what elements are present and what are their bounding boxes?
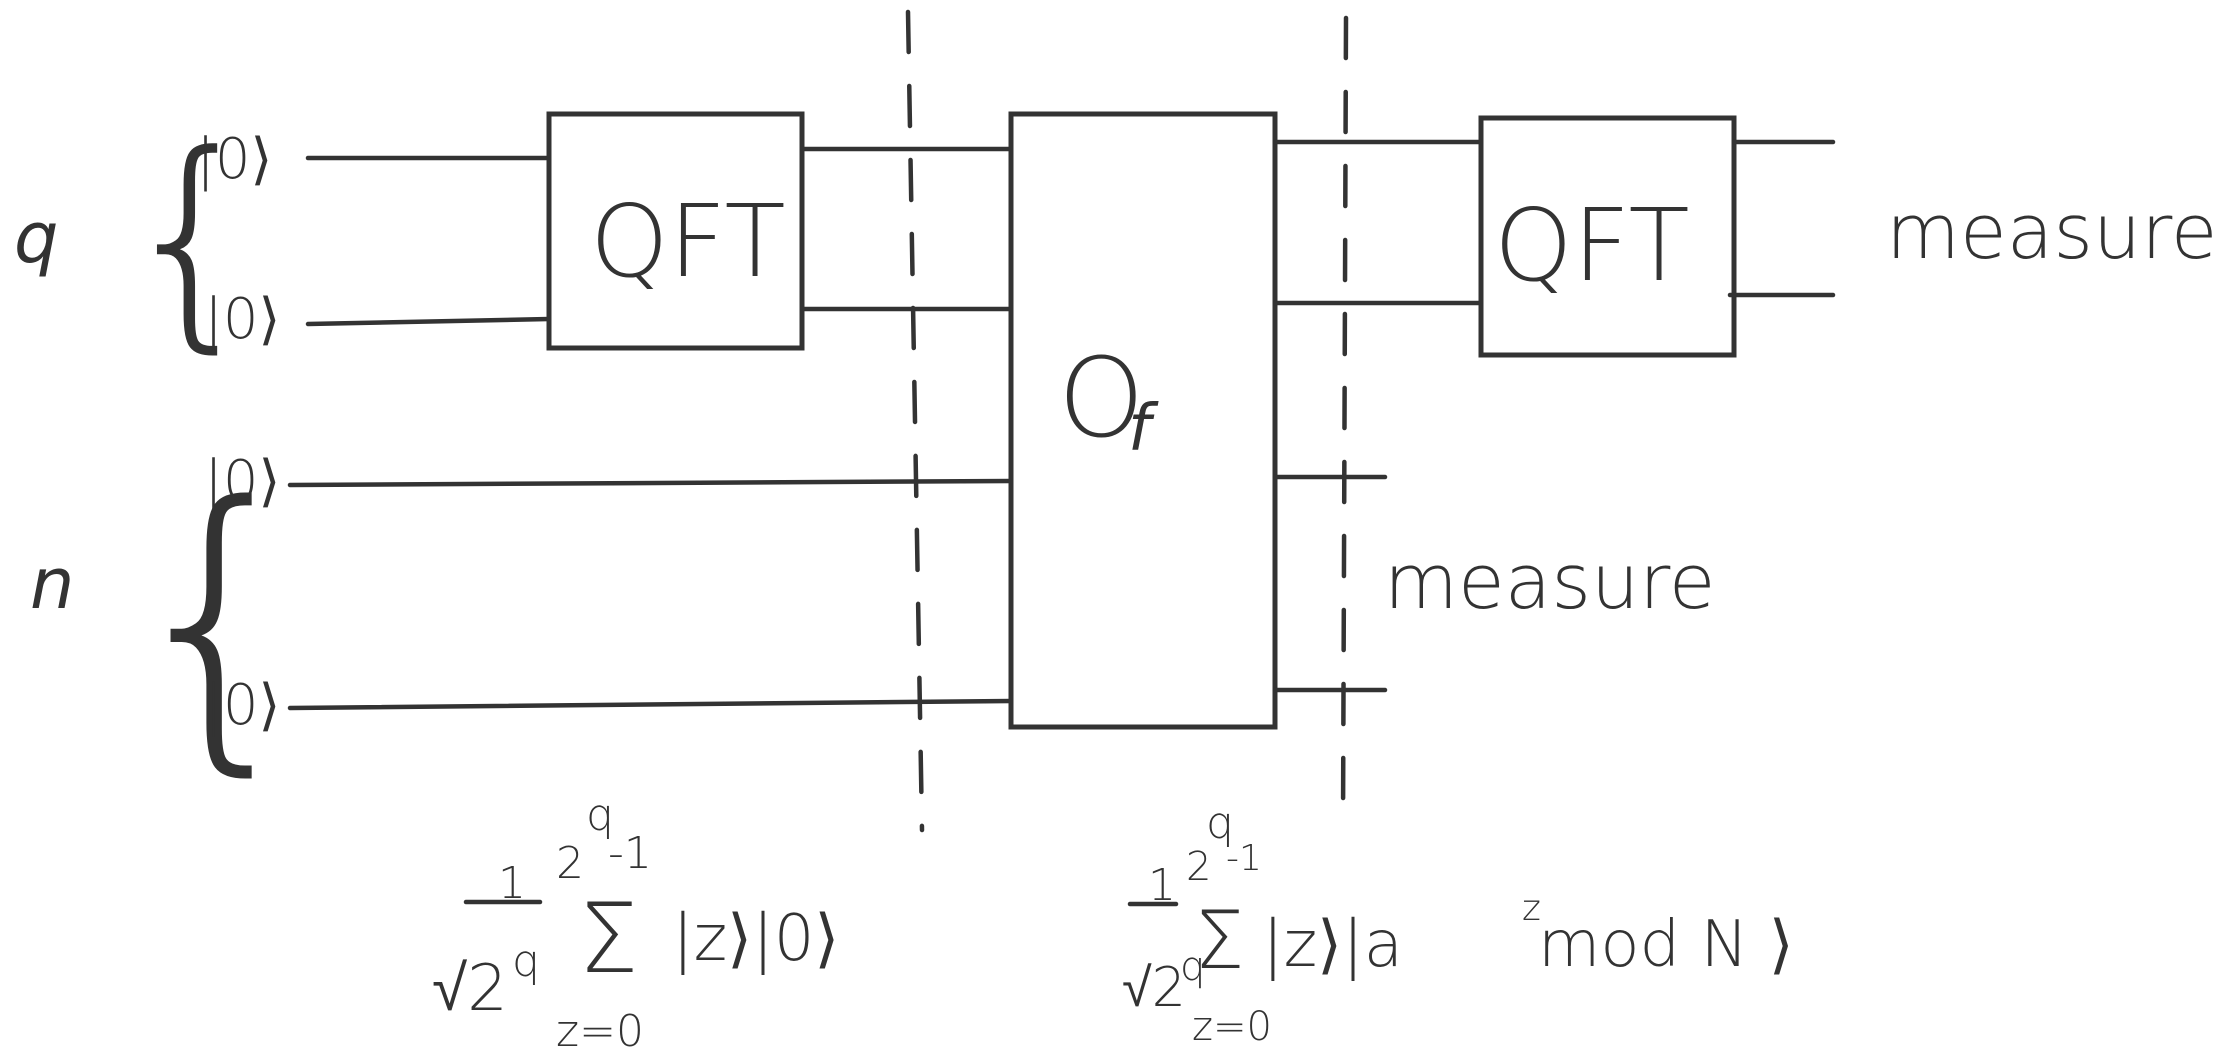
- qft-gate-first-label: QFT: [590, 183, 786, 300]
- state2-sum-lower: z=0: [1192, 1004, 1272, 1050]
- state2-sum-symbol: Σ: [1194, 894, 1245, 987]
- state1-ket: |z⟩|0⟩: [672, 902, 839, 976]
- measure-label-top: measure: [1886, 187, 2217, 276]
- qft-gate-second-label: QFT: [1494, 187, 1690, 304]
- state1-sum-symbol: Σ: [578, 883, 639, 995]
- oracle-gate-label: O: [1058, 334, 1145, 462]
- state-formula-first: 1 √2 q 2 q -1 Σ z=0 |z⟩|0⟩: [432, 790, 839, 1057]
- state-formula-second: 1 √2 q 2 q -1 Σ z=0 |z⟩|a z mod N ⟩: [1122, 798, 1794, 1050]
- qft-gate-second: [1478, 115, 1737, 358]
- state2-ket-suffix: mod N ⟩: [1538, 908, 1794, 982]
- state1-sum-upper-exponent: q: [586, 790, 614, 841]
- state2-prefactor-denominator: √2: [1122, 956, 1186, 1019]
- wire-n1-in: [287, 478, 1014, 488]
- state2-denominator-exponent: q: [1180, 944, 1205, 990]
- separator-line-second: [1340, 15, 1349, 829]
- state2-sum-upper-tail: -1: [1226, 838, 1262, 879]
- register-n-label: n: [30, 543, 74, 625]
- input-ket-n2: |0⟩: [204, 673, 280, 738]
- wire-q2-in: [305, 316, 552, 327]
- state1-sum-upper: 2: [556, 838, 584, 889]
- register-n-brace: {: [118, 441, 315, 802]
- input-ket-q1: |0⟩: [196, 127, 272, 192]
- state2-ket-exponent: z: [1522, 888, 1541, 929]
- wire-n2-in: [287, 698, 1014, 711]
- state1-sum-upper-tail: -1: [608, 828, 652, 879]
- input-ket-n1: |0⟩: [204, 449, 280, 514]
- state1-prefactor-denominator: √2: [432, 952, 508, 1026]
- state1-sum-lower: z=0: [556, 1006, 644, 1057]
- register-q-brace: {: [118, 106, 264, 373]
- input-ket-q2: |0⟩: [204, 287, 280, 352]
- oracle-gate: [1008, 111, 1278, 730]
- separator-line-first: [905, 9, 925, 833]
- state2-sum-upper: 2: [1186, 844, 1211, 890]
- register-q-label: q: [14, 197, 58, 279]
- state2-sum-upper-exponent: q: [1206, 798, 1234, 849]
- measure-label-bottom: measure: [1384, 537, 1715, 626]
- state2-ket-prefix: |z⟩|a: [1262, 908, 1403, 982]
- qft-gate-first: [546, 111, 805, 351]
- state1-denominator-exponent: q: [512, 936, 540, 987]
